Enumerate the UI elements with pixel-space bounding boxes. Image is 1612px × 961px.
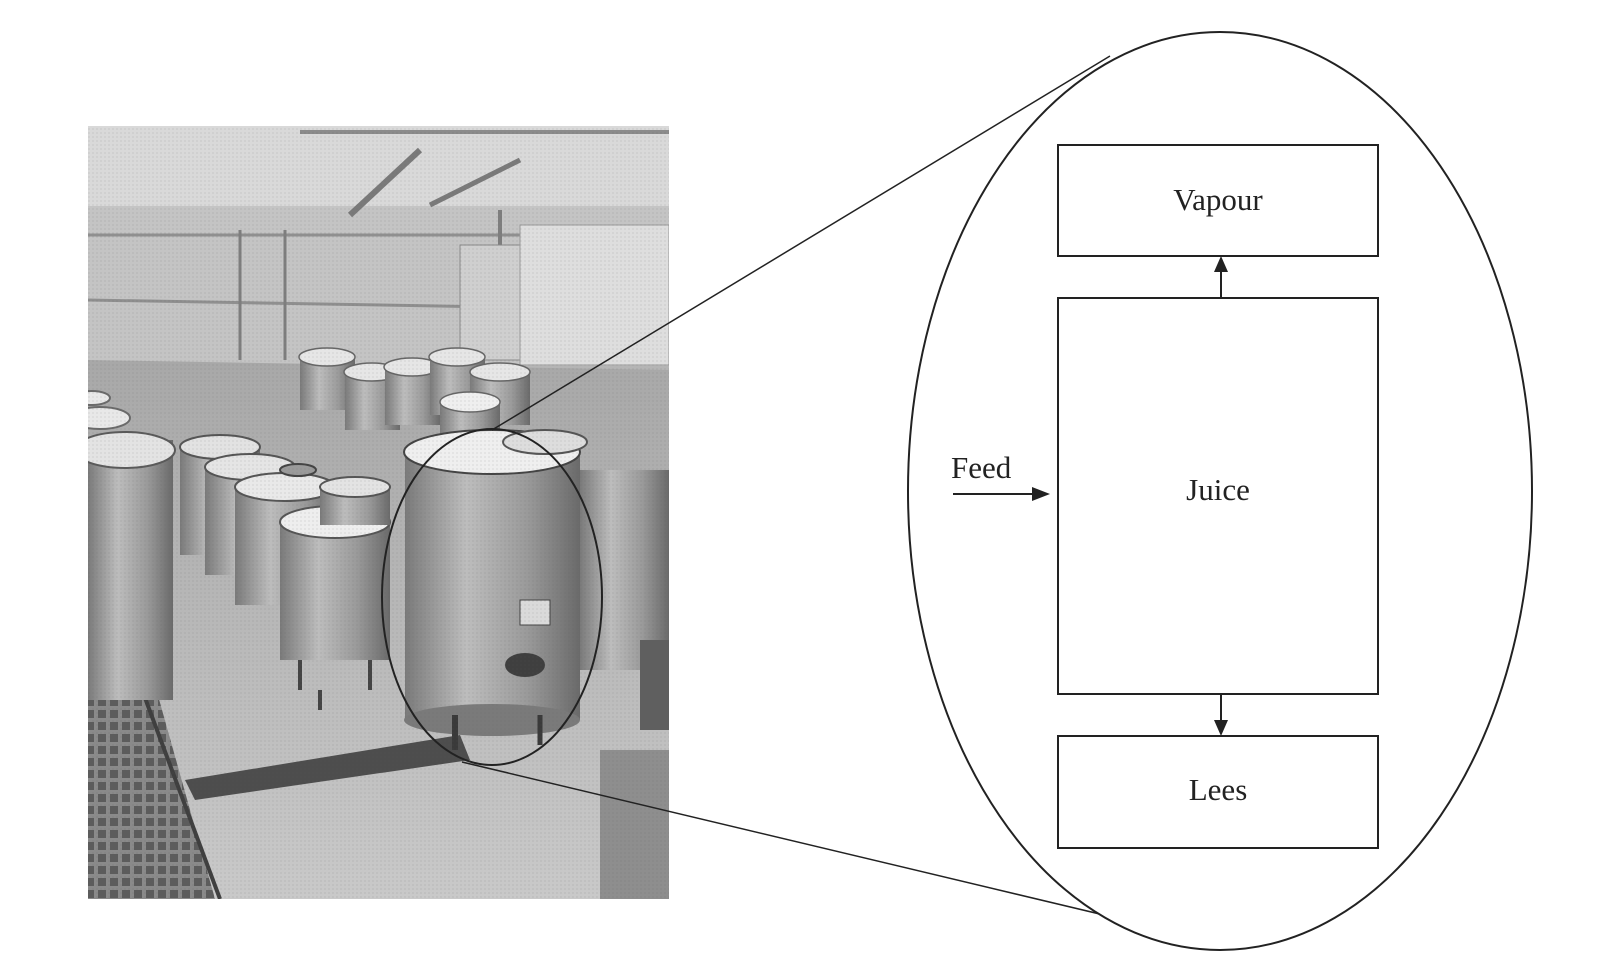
photo-highlight-ellipse [381, 428, 603, 766]
lees-label: Lees [1189, 772, 1248, 807]
feed-label: Feed [951, 450, 1012, 485]
lees-box [1057, 735, 1379, 849]
vapour-box [1057, 144, 1379, 257]
arrow-feed-to-juice [953, 487, 1050, 501]
winery-tank-photo [88, 126, 669, 899]
juice-box [1057, 297, 1379, 695]
juice-label: Juice [1186, 472, 1250, 507]
connector-line-top [491, 55, 1111, 431]
arrow-juice-to-lees [1214, 694, 1228, 736]
arrow-juice-to-vapour [1214, 256, 1228, 298]
connector-line-bottom [461, 761, 1151, 927]
vapour-label: Vapour [1173, 182, 1263, 217]
